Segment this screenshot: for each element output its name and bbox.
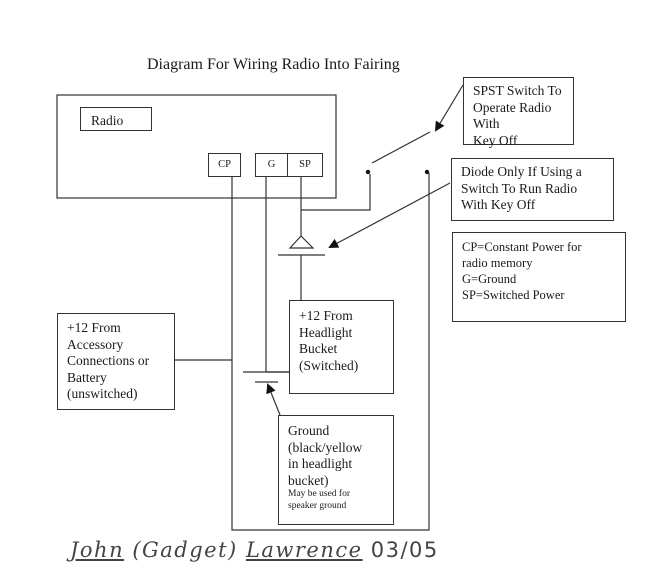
accessory-line: Accessory [67, 336, 124, 352]
radio-box [56, 94, 337, 199]
terminal-g: G [255, 153, 288, 177]
cp-wire [231, 173, 430, 531]
signature-first: John [70, 538, 125, 562]
switch-leader [434, 84, 464, 132]
accessory-line: +12 From [67, 320, 121, 335]
switch-callout-line: Key Off [473, 132, 518, 148]
accessory-line: Connections or [67, 353, 150, 368]
legend-box: CP=Constant Power for radio memory G=Gro… [452, 232, 626, 322]
headlight-line: Headlight [299, 324, 353, 340]
switch-callout-line: Operate Radio With [473, 99, 552, 132]
legend-line: SP=Switched Power [462, 288, 565, 302]
switch-terminal-left [365, 169, 371, 175]
diode-callout: Diode Only If Using a Switch To Run Radi… [451, 158, 614, 221]
legend-line: radio memory [462, 256, 533, 270]
ground-note-line: May be used for [288, 489, 350, 499]
headlight-line: Bucket [299, 341, 338, 356]
switch-lever [371, 131, 431, 164]
switch-callout: SPST Switch To Operate Radio With Key Of… [463, 77, 574, 148]
ground-note-line: speaker ground [288, 500, 347, 511]
terminal-sp: SP [287, 153, 323, 177]
headlight-line: +12 From [299, 308, 353, 323]
diode-callout-line: Switch To Run Radio [461, 180, 578, 196]
legend-line: G=Ground [462, 272, 517, 286]
diode-symbol [288, 235, 315, 249]
headlight-callout: +12 From Headlight Bucket (Switched) [289, 300, 394, 394]
signature-date: 03/05 [370, 538, 439, 562]
legend-line: CP=Constant Power for [462, 240, 582, 254]
terminal-cp: CP [208, 153, 241, 177]
signature-last: Lawrence [245, 538, 363, 562]
sp-switch-wire [301, 174, 371, 211]
diode-leader [328, 182, 451, 248]
ground-line: bucket) [288, 472, 329, 488]
headlight-line: (Switched) [299, 357, 359, 373]
radio-label: Radio [91, 113, 124, 128]
switch-callout-line: SPST Switch To [473, 83, 562, 98]
switch-terminal-right [424, 169, 430, 175]
ground-line: Ground [288, 423, 330, 438]
diode-callout-line: With Key Off [461, 197, 536, 212]
ground-line: in headlight [288, 456, 353, 471]
signature-nick: (Gadget) [132, 538, 238, 562]
ground-line: (black/yellow [288, 439, 363, 455]
signature: John (Gadget) Lawrence 03/05 [70, 538, 439, 562]
ground-callout: Ground (black/yellow in headlight bucket… [278, 415, 394, 525]
accessory-line: (unswitched) [67, 386, 138, 401]
diode-callout-line: Diode Only If Using a [461, 164, 582, 179]
accessory-callout: +12 From Accessory Connections or Batter… [57, 313, 175, 410]
accessory-line: Battery [67, 369, 107, 385]
diagram-title: Diagram For Wiring Radio Into Fairing [147, 56, 400, 73]
ground-leader [266, 383, 281, 416]
radio-label-box: Radio [80, 107, 152, 131]
